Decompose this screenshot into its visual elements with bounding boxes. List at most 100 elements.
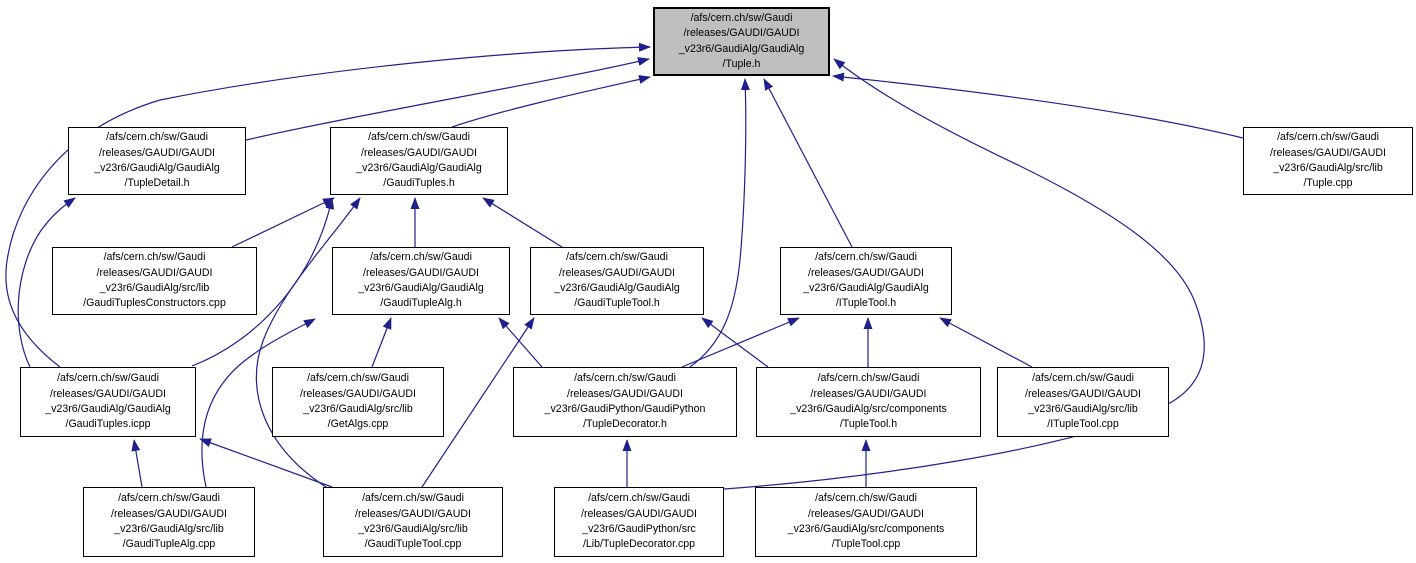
node-label-line: _v23r6/GaudiAlg/GaudiAlg (358, 282, 484, 294)
graph-edge-tupledetail_h->tuple_h (245, 57, 650, 141)
node-label-line: /TupleTool.h (839, 418, 898, 431)
graph-edge-gaudituples_icpp->tuple_h (5, 42, 651, 368)
node-label-line: /releases/GAUDI/GAUDI (808, 507, 924, 520)
node-label-line: /afs/cern.ch/sw/Gaudi (106, 131, 208, 144)
graph-node-tupledetail_h[interactable]: /afs/cern.ch/sw/Gaudi/releases/GAUDI/GAU… (68, 127, 246, 195)
node-label-line: _v23r6/GaudiAlg/src/lib (114, 523, 224, 535)
node-label-line: /releases/GAUDI/GAUDI (50, 387, 166, 400)
graph-edge-itupletool_h->tuple_h (763, 78, 853, 248)
node-label-line: /afs/cern.ch/sw/Gaudi (362, 492, 464, 505)
graph-node-itupletool_cpp[interactable]: /afs/cern.ch/sw/Gaudi/releases/GAUDI/GAU… (997, 367, 1169, 437)
node-label-line: _v23r6/GaudiAlg/GaudiAlg (803, 282, 929, 294)
graph-edge-tupledecorator_h->itupletool_h (681, 317, 800, 368)
node-label-line: /afs/cern.ch/sw/Gaudi (1277, 131, 1379, 144)
node-label-line: _v23r6/GaudiAlg/GaudiAlg (94, 162, 220, 174)
node-label-line: /afs/cern.ch/sw/Gaudi (815, 251, 917, 264)
node-label-line: /GaudiTuples.icpp (65, 418, 151, 431)
node-label-line: /afs/cern.ch/sw/Gaudi (370, 251, 472, 264)
graph-edge-gaudituplesconstructors_cpp->gaudituples_h (231, 197, 335, 248)
graph-node-tuple_h: /afs/cern.ch/sw/Gaudi/releases/GAUDI/GAU… (653, 7, 830, 76)
graph-node-gauditulpetool_cpp[interactable]: /afs/cern.ch/sw/Gaudi/releases/GAUDI/GAU… (323, 487, 503, 557)
node-label-line: _v23r6/GaudiAlg/src/lib (1028, 403, 1138, 415)
node-label-line: /releases/GAUDI/GAUDI (581, 507, 697, 520)
graph-edge-itupletool_cpp->itupletool_h (939, 317, 1033, 368)
node-label-line: /GaudiTuples.h (383, 177, 455, 190)
node-label-line: /GaudiTupleAlg.cpp (122, 538, 216, 551)
node-label-line: /releases/GAUDI/GAUDI (363, 266, 479, 279)
graph-edge-gauditulpealg_cpp->gauditulpealg_h (201, 318, 316, 488)
node-label-line: _v23r6/GaudiAlg/src/lib (1273, 162, 1383, 174)
graph-edge-tupletool_h->gauditulpetool_h (701, 317, 769, 368)
node-label-line: /GetAlgs.cpp (327, 418, 389, 431)
graph-node-itupletool_h[interactable]: /afs/cern.ch/sw/Gaudi/releases/GAUDI/GAU… (780, 247, 952, 315)
node-label-line: _v23r6/GaudiAlg/src/lib (358, 523, 468, 535)
node-label-line: /afs/cern.ch/sw/Gaudi (307, 372, 409, 385)
node-label-line: _v23r6/GaudiPython/src (582, 523, 696, 535)
node-label-line: /afs/cern.ch/sw/Gaudi (588, 492, 690, 505)
node-label-line: /GaudiTupleAlg.h (380, 297, 462, 310)
graph-edge-gauditulpealg_cpp->gaudituples_icpp (131, 439, 143, 488)
node-label-line: /Tuple.h (722, 57, 761, 70)
node-label-line: _v23r6/GaudiPython/GaudiPython (544, 403, 706, 415)
graph-edge-gauditulpetool_h->gaudituples_h (482, 197, 563, 248)
graph-edge-gaudituples_icpp->tupledetail_h (17, 197, 76, 368)
node-label-line: /TupleDecorator.h (583, 418, 667, 431)
node-label-line: /releases/GAUDI/GAUDI (808, 266, 924, 279)
node-label-line: /releases/GAUDI/GAUDI (683, 27, 800, 40)
node-label-line: _v23r6/GaudiAlg/GaudiAlg (45, 403, 171, 415)
node-label-line: /afs/cern.ch/sw/Gaudi (817, 372, 920, 385)
node-label-line: /afs/cern.ch/sw/Gaudi (118, 492, 220, 505)
node-label-line: /releases/GAUDI/GAUDI (559, 266, 675, 279)
node-label-line: /releases/GAUDI/GAUDI (1025, 387, 1141, 400)
graph-edge-gauditulpetool_cpp->gaudituples_icpp (199, 438, 333, 488)
node-label-line: /ITupleTool.cpp (1047, 418, 1119, 431)
graph-node-tuple_cpp[interactable]: /afs/cern.ch/sw/Gaudi/releases/GAUDI/GAU… (1243, 127, 1413, 195)
node-label-line: /afs/cern.ch/sw/Gaudi (103, 251, 206, 264)
node-label-line: /ITupleTool.h (835, 297, 897, 310)
graph-node-gauditulpetool_h[interactable]: /afs/cern.ch/sw/Gaudi/releases/GAUDI/GAU… (530, 247, 704, 315)
node-label-line: _v23r6/GaudiAlg/GaudiAlg (678, 42, 805, 55)
graph-edge-gauditulpetool_cpp->gaudituples_h (255, 197, 361, 488)
graph-edge-gaudituples_h->tuple_h (451, 75, 651, 128)
node-label-line: /TupleTool.cpp (831, 538, 901, 551)
node-label-line: /afs/cern.ch/sw/Gaudi (1032, 372, 1134, 385)
graph-edge-tupledecorator_cpp->tuple_h (723, 58, 1205, 490)
node-label-line: /GaudiTupleTool.cpp (364, 538, 462, 551)
node-label-line: _v23r6/GaudiAlg/GaudiAlg (356, 162, 482, 174)
graph-node-gaudituplesconstructors_cpp[interactable]: /afs/cern.ch/sw/Gaudi/releases/GAUDI/GAU… (52, 247, 257, 315)
graph-node-gauditulpealg_h[interactable]: /afs/cern.ch/sw/Gaudi/releases/GAUDI/GAU… (332, 247, 510, 315)
node-label-line: /releases/GAUDI/GAUDI (567, 387, 683, 400)
node-label-line: /releases/GAUDI/GAUDI (1270, 146, 1386, 159)
graph-edge-gaudituples_icpp->gaudituples_h (191, 197, 335, 367)
graph-node-tupletool_h[interactable]: /afs/cern.ch/sw/Gaudi/releases/GAUDI/GAU… (756, 367, 981, 437)
graph-edge-gauditulpetool_cpp->gauditulpetool_h (421, 317, 535, 488)
node-label-line: /GaudiTupleTool.h (574, 297, 660, 310)
graph-node-gaudituples_h[interactable]: /afs/cern.ch/sw/Gaudi/releases/GAUDI/GAU… (330, 127, 508, 195)
graph-edge-getalgs_cpp->gauditulpealg_h (371, 317, 392, 368)
node-label-line: _v23r6/GaudiAlg/src/lib (99, 282, 210, 294)
graph-node-gauditulpealg_cpp[interactable]: /afs/cern.ch/sw/Gaudi/releases/GAUDI/GAU… (83, 487, 255, 557)
node-label-line: /GaudiTuplesConstructors.cpp (83, 297, 226, 310)
node-label-line: /releases/GAUDI/GAUDI (355, 507, 471, 520)
node-label-line: /releases/GAUDI/GAUDI (96, 266, 213, 279)
node-label-line: /afs/cern.ch/sw/Gaudi (574, 372, 676, 385)
graph-node-gaudituples_icpp[interactable]: /afs/cern.ch/sw/Gaudi/releases/GAUDI/GAU… (20, 367, 196, 437)
node-label-line: _v23r6/GaudiAlg/src/components (790, 403, 947, 415)
graph-node-tupledecorator_cpp[interactable]: /afs/cern.ch/sw/Gaudi/releases/GAUDI/GAU… (554, 487, 724, 557)
graph-node-getalgs_cpp[interactable]: /afs/cern.ch/sw/Gaudi/releases/GAUDI/GAU… (272, 367, 444, 437)
node-label-line: /afs/cern.ch/sw/Gaudi (57, 372, 159, 385)
node-label-line: /afs/cern.ch/sw/Gaudi (368, 131, 470, 144)
graph-node-tupledecorator_h[interactable]: /afs/cern.ch/sw/Gaudi/releases/GAUDI/GAU… (513, 367, 737, 437)
node-label-line: /afs/cern.ch/sw/Gaudi (566, 251, 668, 264)
node-label-line: /releases/GAUDI/GAUDI (361, 146, 477, 159)
graph-node-tupletool_cpp[interactable]: /afs/cern.ch/sw/Gaudi/releases/GAUDI/GAU… (755, 487, 977, 557)
graph-edge-tupledecorator_h->gauditulpealg_h (498, 317, 543, 368)
node-label-line: /afs/cern.ch/sw/Gaudi (815, 492, 917, 505)
node-label-line: _v23r6/GaudiAlg/src/lib (303, 403, 413, 415)
graph-edge-tuple_cpp->tuple_h (832, 72, 1244, 139)
node-label-line: /afs/cern.ch/sw/Gaudi (690, 11, 793, 24)
node-label-line: /TupleDetail.h (124, 177, 190, 190)
node-label-line: /releases/GAUDI/GAUDI (300, 387, 416, 400)
node-label-line: _v23r6/GaudiAlg/src/components (787, 523, 945, 535)
